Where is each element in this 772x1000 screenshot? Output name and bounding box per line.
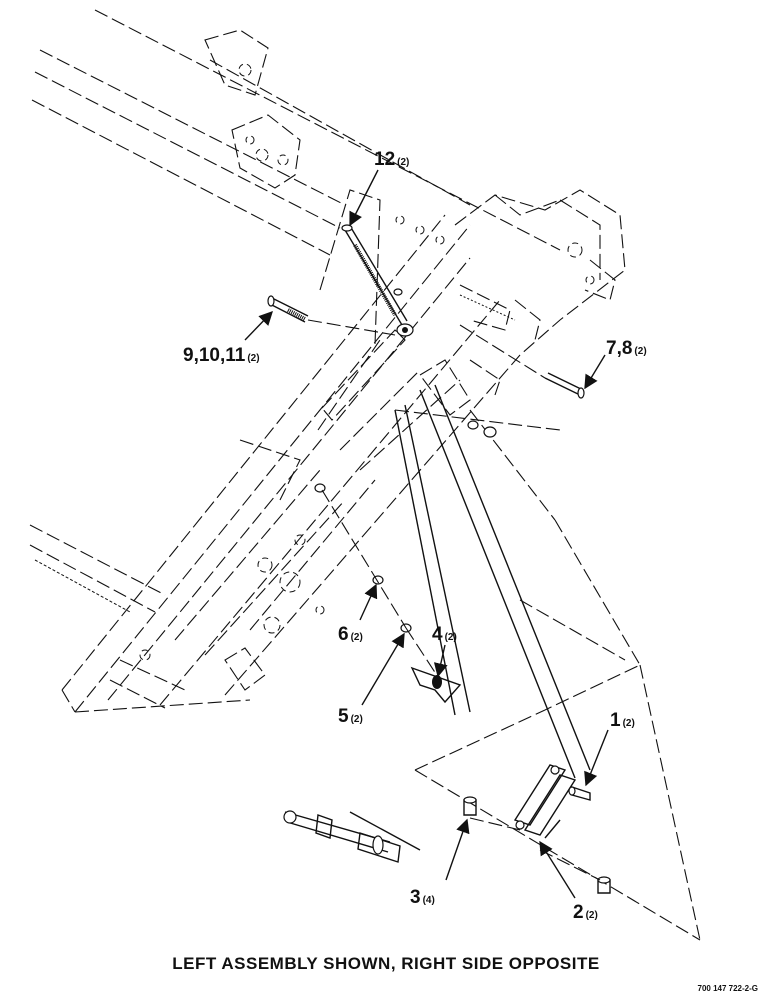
bushing-3 <box>463 796 611 894</box>
callout-6: 6(2) <box>338 624 363 645</box>
slider-plate-4 <box>410 666 462 704</box>
support-arms <box>394 384 701 941</box>
callout-5: 5(2) <box>338 706 363 727</box>
callout-labels: 12(2) 9,10,11(2) 7,8(2) 6(2) 4(2) 5(2) 1… <box>183 149 647 923</box>
bolt-9-10-11 <box>267 295 396 336</box>
lower-frame-beam <box>29 524 166 613</box>
callout-12: 12(2) <box>374 149 409 170</box>
callout-4: 4(2) <box>432 624 457 645</box>
diagram-caption: LEFT ASSEMBLY SHOWN, RIGHT SIDE OPPOSITE <box>172 954 600 973</box>
callout-3: 3(4) <box>410 887 435 908</box>
leader-arrows <box>244 169 609 899</box>
hydraulic-cylinder <box>283 810 601 881</box>
pin-1 <box>568 786 591 801</box>
upper-frame-tube <box>31 9 561 256</box>
nuts-washers <box>314 288 497 681</box>
bolt-7-8 <box>459 324 585 399</box>
bolt-12 <box>341 224 414 337</box>
pivot-link <box>513 764 577 839</box>
header-frame <box>61 189 521 713</box>
drive-housing <box>419 189 626 416</box>
callout-1: 1(2) <box>610 710 635 731</box>
drawing-number: 700 147 722-2-G <box>697 984 759 993</box>
callout-9-10-11: 9,10,11(2) <box>183 345 260 366</box>
callout-2: 2(2) <box>573 902 598 923</box>
callout-7-8: 7,8(2) <box>606 338 647 359</box>
